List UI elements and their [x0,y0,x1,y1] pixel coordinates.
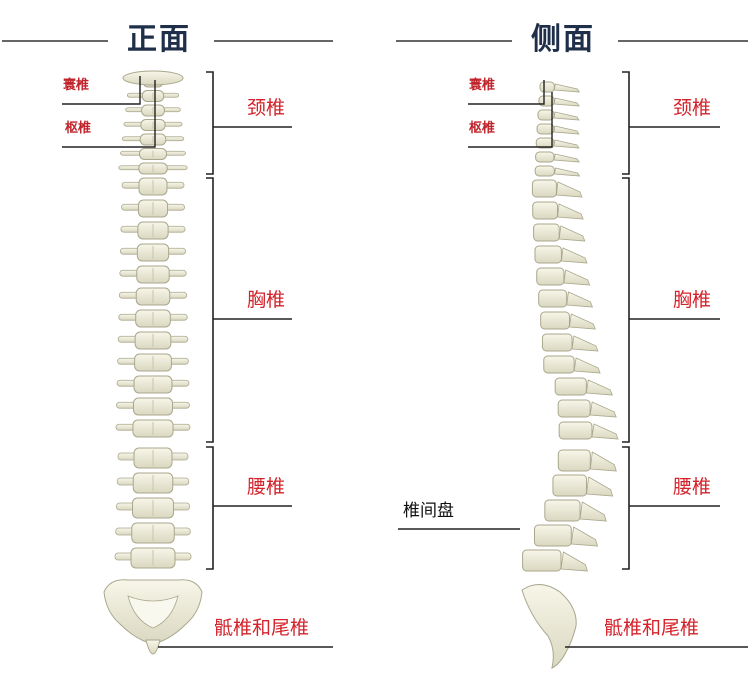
front-sacral-label: 骶椎和尾椎 [214,617,310,639]
side-cervical-vertebra [536,123,580,135]
front-spine-illustration [103,70,203,655]
side-atlas-pointer [468,80,545,105]
side-lumbar-vertebra [533,524,599,547]
side-disc-label: 椎间盘 [403,501,454,521]
front-lumbar-vertebra [114,547,192,569]
side-thoracic-vertebra [558,421,619,440]
side-cervical-vertebra [535,151,580,163]
front-cervical-vertebra [121,133,185,146]
front-thoracic-vertebra [117,331,189,350]
front-axis-pointer [62,80,156,148]
front-thoracic-vertebra [118,309,188,328]
front-thoracic-vertebra [119,243,187,262]
front-cervical-bracket [206,71,292,175]
front-thoracic-vertebra [119,265,187,284]
front-atlas-label: 寰椎 [63,78,90,93]
side-thoracic-vertebra [543,355,601,374]
side-view-title: 侧面 [531,22,595,57]
front-cervical-vertebra [120,148,186,160]
front-lumbar-vertebra [115,522,191,544]
front-thoracic-vertebra [118,287,188,306]
front-thoracic-vertebra [121,199,185,218]
side-lumbar-vertebra [557,449,617,472]
front-cervical-vertebra [123,119,183,131]
front-thoracic-vertebra [115,419,191,438]
side-cervical-vertebra [534,165,581,177]
side-thoracic-vertebra [532,201,584,220]
front-view-title: 正面 [127,22,191,57]
side-thoracic-label: 胸椎 [673,289,712,311]
front-cervical-vertebra [125,104,181,117]
front-cervical-label: 颈椎 [247,97,286,119]
front-lumbar-vertebra [117,447,189,469]
side-thoracic-vertebra [557,399,617,418]
side-atlas-label: 寰椎 [469,78,496,93]
front-axis-label: 枢椎 [65,121,92,136]
side-axis-pointer [468,92,553,148]
side-thoracic-vertebra [554,377,613,396]
side-spine-illustration [521,81,619,669]
front-lumbar-bracket [206,446,292,570]
front-atlas-bone [122,70,184,86]
side-sacrum-coccyx [521,584,577,669]
front-lumbar-vertebra [116,472,190,494]
side-thoracic-vertebra [533,223,586,242]
front-lumbar-vertebra [116,497,190,519]
side-lumbar-bracket [622,446,720,570]
front-thoracic-label: 胸椎 [247,289,286,311]
front-atlas-pointer [62,76,141,105]
front-sacrum-pelvis [103,579,203,655]
side-lumbar-label: 腰椎 [673,476,712,498]
side-cervical-vertebra [538,95,580,107]
side-thoracic-vertebra [534,245,588,264]
front-thoracic-bracket [206,177,292,443]
side-lumbar-vertebra [544,499,607,522]
front-thoracic-vertebra [120,221,186,240]
front-thoracic-vertebra [117,353,189,372]
side-cervical-vertebra [535,137,580,149]
side-cervical-vertebra [537,109,580,121]
side-cervical-bracket [622,71,720,175]
side-thoracic-vertebra [538,289,594,308]
front-thoracic-vertebra [116,397,190,416]
front-thoracic-vertebra [121,177,185,196]
side-thoracic-bracket [622,177,720,443]
front-thoracic-vertebra [116,375,190,394]
side-cervical-label: 颈椎 [673,97,712,119]
side-lumbar-vertebra [522,549,588,572]
side-thoracic-vertebra [541,333,599,352]
side-thoracic-vertebra [536,267,591,286]
side-thoracic-vertebra [540,311,596,330]
front-cervical-vertebra [118,162,188,175]
side-lumbar-vertebra [552,474,614,497]
side-sacral-label: 骶椎和尾椎 [604,617,700,639]
front-cervical-vertebra [126,90,180,102]
side-axis-label: 枢椎 [469,121,496,136]
front-lumbar-label: 腰椎 [247,476,286,498]
side-cervical-vertebra [539,81,581,93]
side-thoracic-vertebra [531,179,583,198]
